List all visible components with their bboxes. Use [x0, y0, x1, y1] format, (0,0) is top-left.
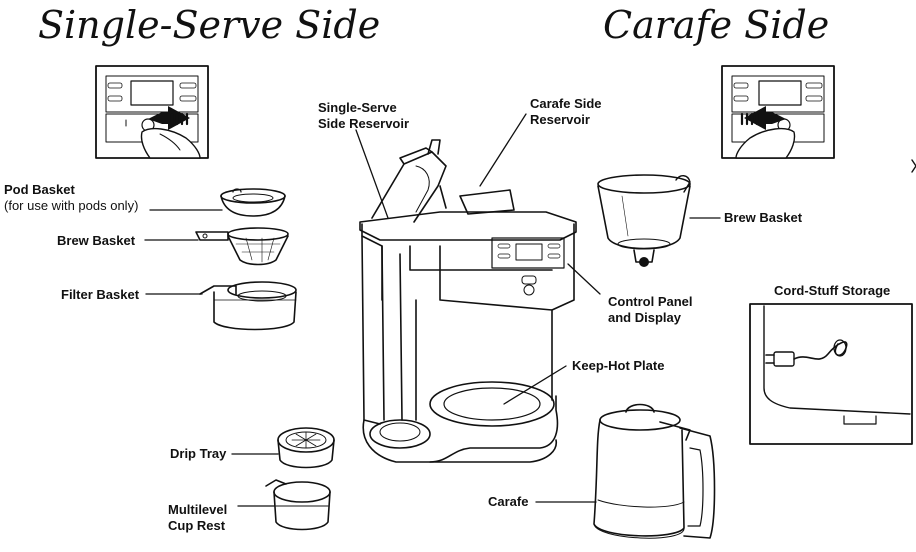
- control-panel-label: Control Panel and Display: [608, 294, 693, 326]
- pod-basket-note: (for use with pods only): [4, 198, 139, 213]
- single-serve-reservoir-line2: Side Reservoir: [318, 116, 410, 131]
- brew-basket-left-illustration: [195, 227, 289, 266]
- single-serve-control-inset: [95, 65, 209, 159]
- carafe-reservoir-line2: Reservoir: [530, 112, 590, 127]
- carafe-control-inset: [721, 65, 835, 159]
- cup-rest-line2: Cup Rest: [168, 518, 226, 533]
- cup-rest-illustration: [265, 479, 331, 531]
- pod-basket-title: Pod Basket: [4, 182, 75, 197]
- carafe-reservoir-line1: Carafe Side: [530, 96, 602, 111]
- carafe-reservoir-label: Carafe Side Reservoir: [530, 96, 602, 128]
- carafe-label: Carafe: [488, 494, 529, 509]
- control-panel-line1: Control Panel: [608, 294, 693, 309]
- drip-tray-illustration: [277, 427, 335, 469]
- coffee-maker-illustration: [359, 139, 577, 463]
- carafe-illustration: [593, 403, 716, 539]
- cup-rest-line1: Multilevel: [168, 502, 228, 517]
- single-serve-reservoir-line1: Single-Serve: [318, 100, 397, 115]
- single-serve-heading: Single-Serve Side: [38, 3, 381, 47]
- single-serve-reservoir-label: Single-Serve Side Reservoir: [318, 100, 409, 132]
- filter-basket-illustration: [199, 281, 297, 331]
- filter-basket-label: Filter Basket: [61, 287, 140, 302]
- drip-tray-label: Drip Tray: [170, 446, 227, 461]
- cup-rest-label: Multilevel Cup Rest: [168, 502, 227, 534]
- brew-basket-right-illustration: [597, 174, 691, 267]
- edge-mark: [911, 159, 916, 173]
- brew-basket-left-label: Brew Basket: [57, 233, 136, 248]
- cord-storage-illustration: [749, 303, 913, 445]
- cord-storage-label: Cord-Stuff Storage: [774, 283, 891, 298]
- keep-hot-plate-label: Keep-Hot Plate: [572, 358, 665, 373]
- pod-basket-label: Pod Basket (for use with pods only): [4, 182, 138, 214]
- pod-basket-illustration: [220, 188, 286, 217]
- brew-basket-right-label: Brew Basket: [724, 210, 803, 225]
- carafe-heading: Carafe Side: [603, 3, 830, 47]
- control-panel-line2: and Display: [608, 310, 681, 325]
- leader-lines: [144, 113, 721, 507]
